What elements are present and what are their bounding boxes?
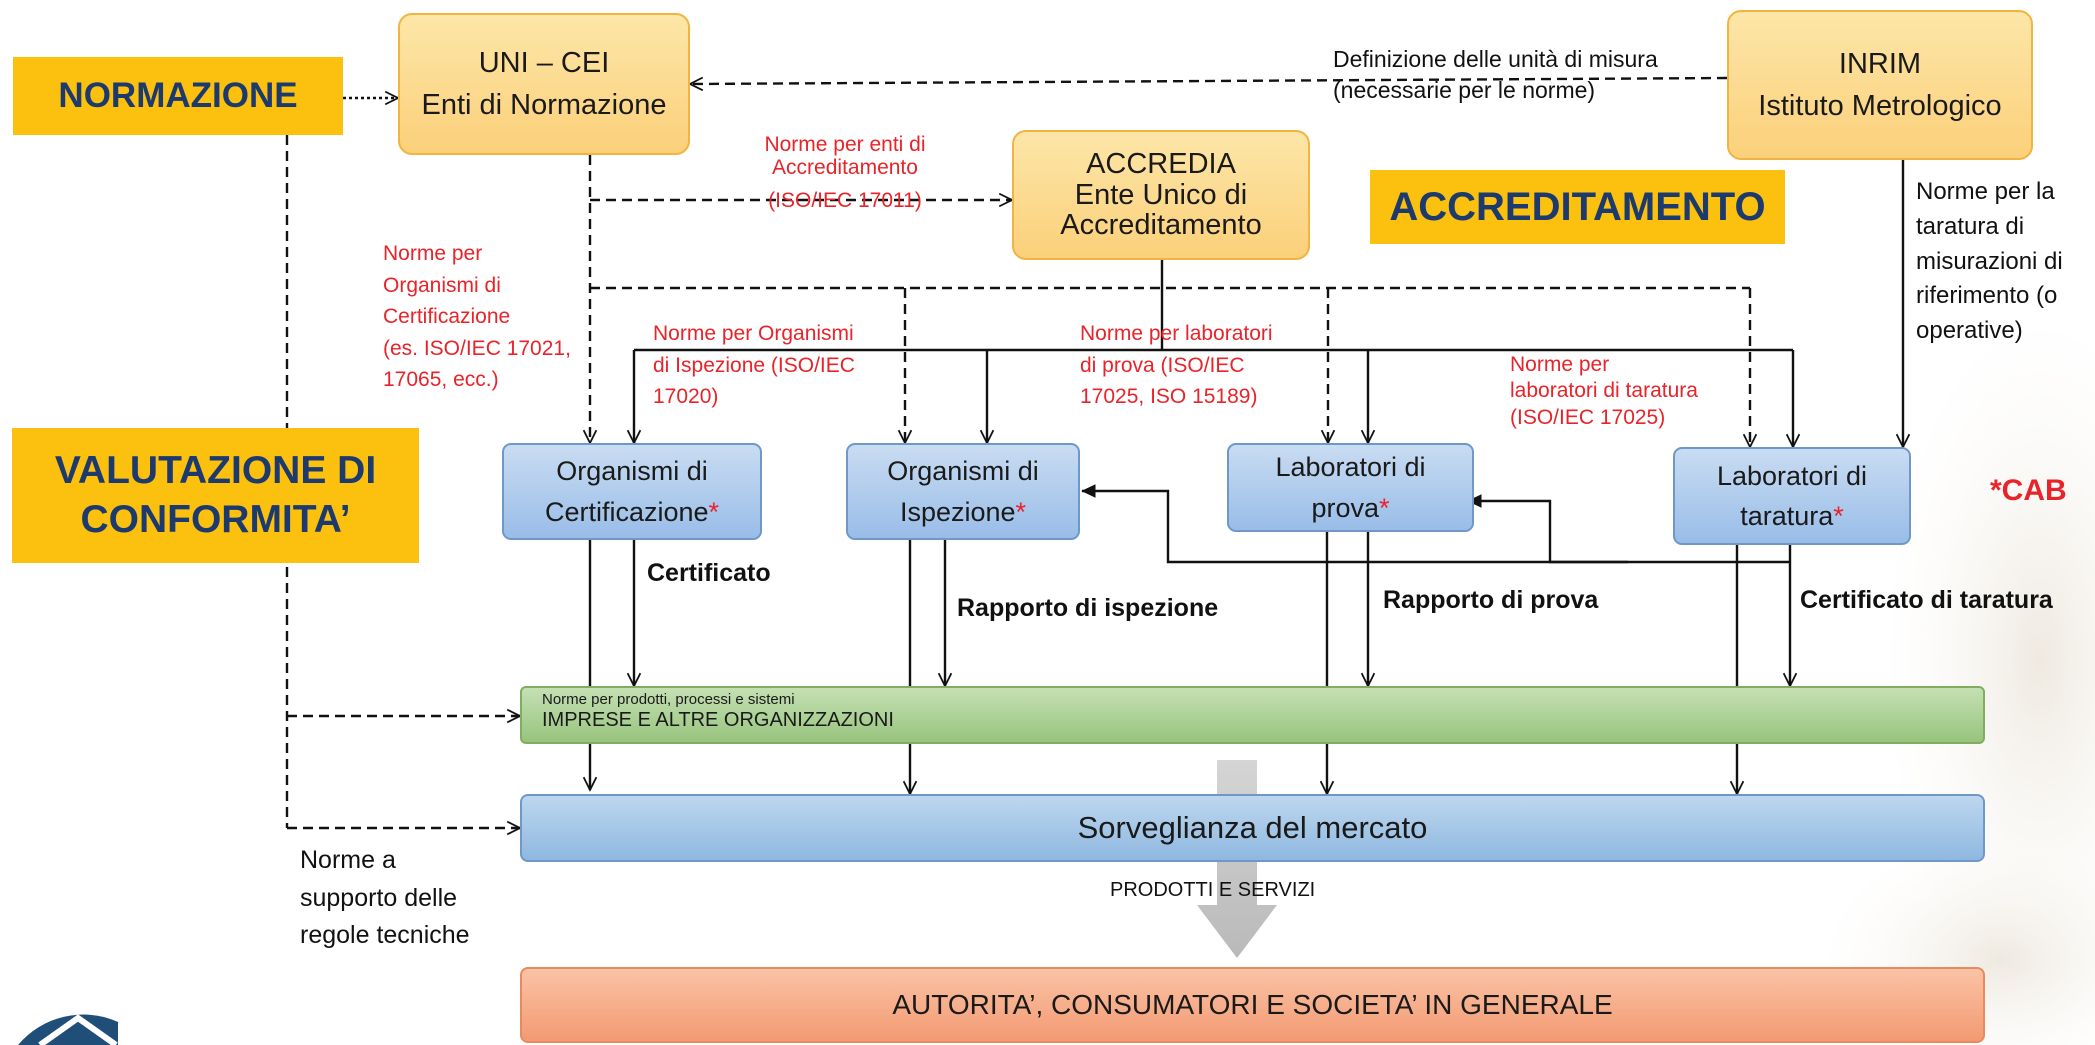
- accredia-subtitle-2: Accreditamento: [1060, 209, 1262, 242]
- rapporto-prova-label: Rapporto di prova: [1383, 586, 1599, 614]
- norme-cert-line2: Organismi di: [383, 273, 501, 297]
- norme-riferimento-annotation: Norme per la taratura di misurazioni di …: [1916, 175, 2063, 349]
- norme-lab-line1: Norme per laboratori: [1080, 322, 1273, 345]
- organismi-ispezione-box: Organismi di Ispezione*: [846, 443, 1080, 540]
- definizione-line2: (necessarie per le norme): [1333, 77, 1596, 104]
- norme-rif-line1: Norme per la: [1916, 178, 2055, 205]
- norme-accr-line3: (ISO/IEC 17011): [768, 189, 922, 213]
- norme-isp-line2: di Ispezione (ISO/IEC: [653, 353, 855, 377]
- certificato-taratura-label: Certificato di taratura: [1800, 586, 2053, 614]
- laboratori-taratura-box: Laboratori di taratura*: [1673, 447, 1911, 545]
- accredia-box: ACCREDIA Ente Unico di Accreditamento: [1012, 130, 1310, 260]
- accredia-subtitle-1: Ente Unico di: [1074, 178, 1248, 211]
- norme-tar-line2: laboratori di taratura: [1510, 379, 1698, 403]
- certificato-label: Certificato: [647, 559, 771, 587]
- norme-cert-line5: 17065, ecc.): [383, 368, 499, 391]
- org-cert-line2: Certificazione: [544, 496, 709, 527]
- sorveglianza-title: Sorveglianza del mercato: [1077, 810, 1428, 845]
- accreditamento-label: ACCREDITAMENTO: [1370, 170, 1785, 244]
- norme-rif-line5: operative): [1916, 317, 2023, 345]
- prodotti-servizi-label: PRODOTTI E SERVIZI: [1110, 879, 1316, 901]
- norme-lab-line2: di prova (ISO/IEC: [1080, 353, 1245, 377]
- uni-cei-box: UNI – CEI Enti di Normazione: [398, 13, 690, 155]
- org-isp-line2: Ispezione: [899, 496, 1016, 527]
- cab-footnote: *CAB: [1990, 474, 2067, 507]
- norme-rif-line2: taratura di: [1916, 212, 2025, 240]
- accredia-title: ACCREDIA: [1086, 148, 1236, 181]
- cab-star: *: [1833, 501, 1844, 531]
- organization-logo: [18, 1014, 118, 1045]
- norme-supporto-annotation: Norme a supporto delle regole tecniche: [300, 842, 470, 955]
- uni-cei-title: UNI – CEI: [478, 46, 610, 79]
- norme-laboratori-taratura-annotation: Norme per laboratori di taratura (ISO/IE…: [1510, 352, 1698, 431]
- norme-sup-line1: Norme a: [300, 846, 396, 874]
- lab-tar-line1: Laboratori di: [1716, 460, 1868, 491]
- org-cert-line1: Organismi di: [556, 456, 708, 486]
- norme-tar-line1: Norme per: [1510, 353, 1610, 376]
- lab-prova-line1: Laboratori di: [1275, 452, 1426, 482]
- autorita-band: AUTORITA’, CONSUMATORI E SOCIETA’ IN GEN…: [520, 967, 1985, 1043]
- norme-sup-line3: regole tecniche: [300, 921, 470, 949]
- norme-lab-line3: 17025, ISO 15189): [1080, 385, 1258, 408]
- norme-certificazione-annotation: Norme per Organismi di Certificazione (e…: [383, 238, 571, 396]
- valutazione-conformita-label: VALUTAZIONE DI CONFORMITA’: [12, 428, 419, 563]
- norme-ispezione-annotation: Norme per Organismi di Ispezione (ISO/IE…: [653, 318, 855, 413]
- inrim-title: INRIM: [1838, 47, 1922, 80]
- norme-cert-line3: Certificazione: [383, 305, 511, 328]
- laboratori-prova-box: Laboratori di prova*: [1227, 443, 1474, 532]
- sorveglianza-band: Sorveglianza del mercato: [520, 794, 1985, 862]
- definizione-line1: Definizione delle unità di misura: [1333, 46, 1658, 72]
- cab-star: *: [1015, 496, 1027, 527]
- definizione-unita-annotation: Definizione delle unità di misura (neces…: [1333, 44, 1658, 106]
- norme-rif-line3: misurazioni di: [1916, 247, 2063, 275]
- norme-cert-line4: (es. ISO/IEC 17021,: [383, 336, 571, 360]
- cab-star: *: [708, 496, 720, 527]
- lab-prova-line2: prova: [1311, 492, 1380, 523]
- norme-rif-line4: riferimento (o: [1916, 282, 2058, 310]
- cab-star: *: [1379, 492, 1390, 523]
- rapporto-ispezione-label: Rapporto di ispezione: [957, 594, 1219, 622]
- inrim-subtitle: Istituto Metrologico: [1758, 90, 2002, 122]
- norme-laboratori-prova-annotation: Norme per laboratori di prova (ISO/IEC 1…: [1080, 318, 1273, 413]
- inrim-box: INRIM Istituto Metrologico: [1727, 10, 2033, 160]
- norme-accreditamento-annotation: Norme per enti di Accreditamento (ISO/IE…: [740, 133, 950, 212]
- norme-accr-line2: Accreditamento: [772, 156, 918, 180]
- normazione-label: NORMAZIONE: [13, 57, 343, 135]
- lab-tar-line2: taratura: [1740, 501, 1834, 531]
- norme-tar-line3: (ISO/IEC 17025): [1510, 405, 1666, 429]
- imprese-title: IMPRESE E ALTRE ORGANIZZAZIONI: [542, 708, 894, 731]
- norme-cert-line1: Norme per: [383, 242, 483, 265]
- uni-cei-subtitle: Enti di Normazione: [421, 89, 667, 121]
- organismi-certificazione-box: Organismi di Certificazione*: [502, 443, 762, 540]
- norme-isp-line1: Norme per Organismi: [653, 322, 854, 345]
- imprese-band: Norme per prodotti, processi e sistemi I…: [520, 686, 1985, 744]
- norme-sup-line2: supporto delle: [300, 883, 458, 912]
- autorita-title: AUTORITA’, CONSUMATORI E SOCIETA’ IN GEN…: [892, 989, 1613, 1020]
- imprese-norme-text: Norme per prodotti, processi e sistemi: [542, 691, 795, 708]
- norme-accr-line1: Norme per enti di: [764, 133, 926, 156]
- norme-isp-line3: 17020): [653, 385, 719, 408]
- org-isp-line1: Organismi di: [887, 456, 1039, 486]
